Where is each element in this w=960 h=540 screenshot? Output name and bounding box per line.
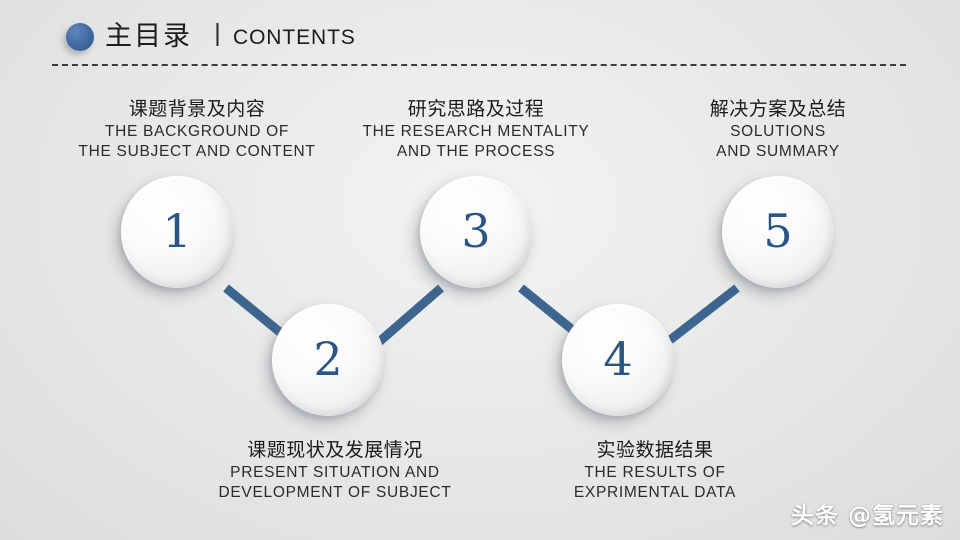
step-circle-5[interactable]: 5 xyxy=(722,176,834,288)
step-caption-4-en-line2: EXPRIMENTAL DATA xyxy=(573,484,737,501)
step-caption-5-en-line2: AND SUMMARY xyxy=(716,143,840,160)
step-caption-4-cn: 实验数据结果 xyxy=(596,439,714,461)
bullet-dot-icon xyxy=(66,23,94,51)
step-circle-1[interactable]: 1 xyxy=(121,176,233,288)
watermark: 头条 @氢元素 xyxy=(790,503,944,529)
step-caption-2-cn: 课题现状及发展情况 xyxy=(247,439,423,461)
step-caption-2-en-line2: DEVELOPMENT OF SUBJECT xyxy=(218,484,452,501)
step-circle-2[interactable]: 2 xyxy=(272,304,384,416)
step-caption-2-en-line1: PRESENT SITUATION AND xyxy=(230,464,440,481)
step-caption-3-cn: 研究思路及过程 xyxy=(407,98,545,120)
step-caption-5-en-line1: SOLUTIONS xyxy=(730,123,826,140)
step-circle-3[interactable]: 3 xyxy=(420,176,532,288)
step-number-3: 3 xyxy=(461,203,491,258)
step-caption-3-en-line1: THE RESEARCH MENTALITY xyxy=(362,123,590,140)
step-number-1: 1 xyxy=(162,203,192,258)
page-title-en: CONTENTS xyxy=(233,26,356,49)
step-number-5: 5 xyxy=(763,203,793,258)
step-caption-1[interactable]: 课题背景及内容 THE BACKGROUND OF THE SUBJECT AN… xyxy=(32,96,362,162)
step-caption-2[interactable]: 课题现状及发展情况 PRESENT SITUATION AND DEVELOPM… xyxy=(170,437,500,503)
step-caption-3[interactable]: 研究思路及过程 THE RESEARCH MENTALITY AND THE P… xyxy=(340,96,612,162)
step-caption-5-cn: 解决方案及总结 xyxy=(709,98,847,120)
step-circle-4[interactable]: 4 xyxy=(562,304,674,416)
connector-4-5 xyxy=(667,284,740,344)
step-number-2: 2 xyxy=(313,331,343,386)
connector-2-3 xyxy=(376,284,444,346)
step-caption-5[interactable]: 解决方案及总结 SOLUTIONS AND SUMMARY xyxy=(650,96,906,162)
step-caption-3-en-line2: AND THE PROCESS xyxy=(396,143,556,160)
step-number-4: 4 xyxy=(603,331,633,386)
page-title-cn: 主目录 xyxy=(105,21,192,52)
header-divider xyxy=(52,64,906,66)
slide-header: 主目录 丨 CONTENTS xyxy=(0,0,960,70)
step-caption-1-en-line2: THE SUBJECT AND CONTENT xyxy=(78,143,316,160)
step-caption-1-en-line1: THE BACKGROUND OF xyxy=(104,123,290,140)
step-caption-4-en-line1: THE RESULTS OF xyxy=(584,464,726,481)
step-caption-1-cn: 课题背景及内容 xyxy=(128,98,266,120)
step-caption-4[interactable]: 实验数据结果 THE RESULTS OF EXPRIMENTAL DATA xyxy=(510,437,800,503)
title-separator: 丨 xyxy=(205,22,231,50)
